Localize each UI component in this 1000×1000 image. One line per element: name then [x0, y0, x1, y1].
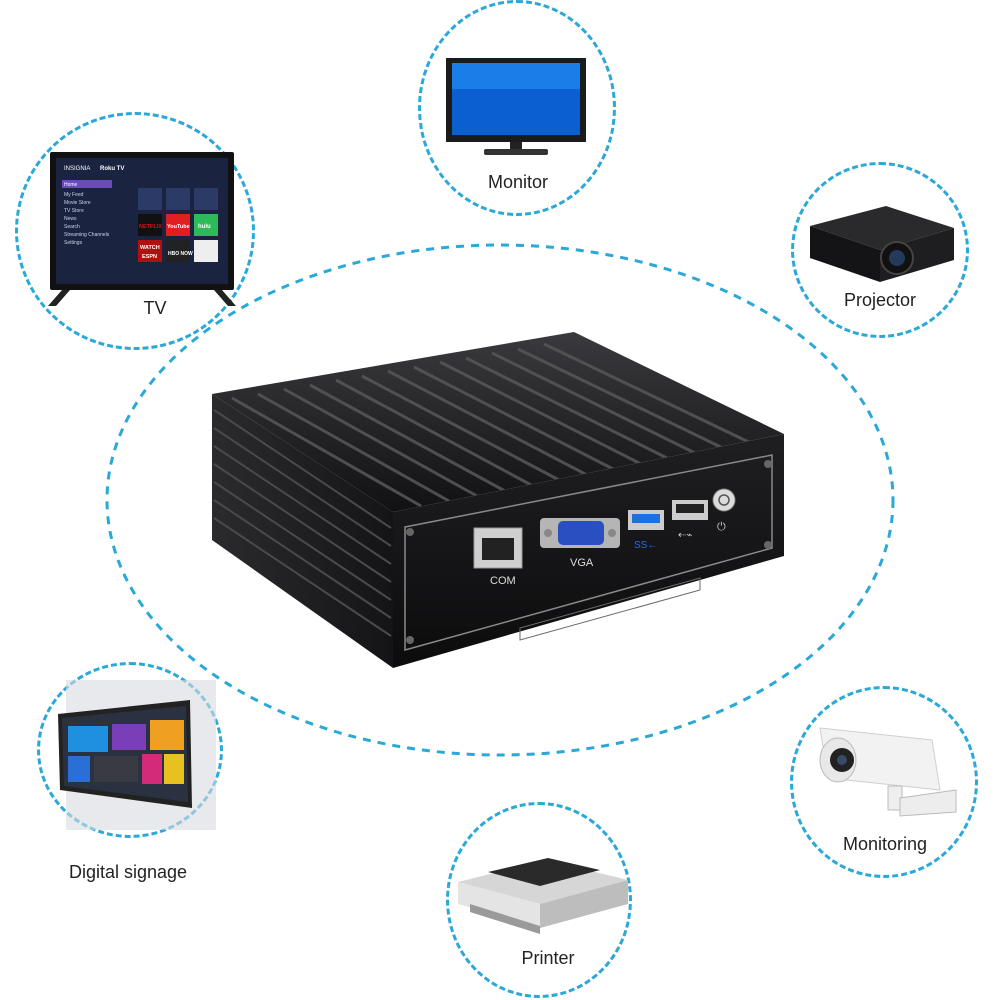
usb3-port: SS← [628, 510, 664, 551]
monitor-label: Monitor [487, 172, 549, 192]
tv-menu-7: Settings [64, 240, 83, 246]
tv-tile-0: NETFLIX [139, 224, 162, 230]
digital-signage-label: Digital signage [68, 862, 188, 882]
tv-tile-3: WATCH [140, 245, 160, 251]
printer-label: Printer [521, 948, 575, 968]
tv-menu-0: Home [64, 182, 78, 188]
usb2-port: ⇠⌁ [672, 500, 708, 541]
com-label: COM [490, 575, 516, 587]
front-panel [393, 434, 784, 668]
vga-label: VGA [570, 557, 594, 569]
tv-menu-1: My Feed [64, 192, 84, 198]
vga-port [540, 518, 620, 548]
tv-tile-2: hulu [198, 224, 211, 230]
svg-text:SS←: SS← [634, 540, 657, 551]
svg-text:⇠⌁: ⇠⌁ [678, 530, 692, 541]
tv-menu-6: Streaming Channels [64, 232, 110, 238]
com-port [473, 527, 523, 569]
tv-os: Roku TV [100, 166, 124, 172]
tv-label: TV [143, 298, 167, 318]
svg-text:⏻: ⏻ [717, 521, 726, 533]
tv-menu-3: TV Store [64, 208, 84, 214]
tv-menu-2: Movie Store [64, 200, 91, 206]
tv-menu-5: Search [64, 224, 80, 230]
heatsink-fins [231, 342, 758, 508]
projector-label: Projector [843, 290, 917, 310]
tv-tile-5: ESPN [142, 254, 157, 260]
monitoring-label: Monitoring [842, 834, 928, 854]
tv-menu-4: News [64, 216, 77, 222]
power-button: ⏻ [712, 488, 736, 533]
left-side [212, 394, 393, 668]
tv-tile-4: HBO NOW [168, 251, 193, 257]
tv-brand: INSIGNIA [64, 166, 90, 172]
tv-tile-1: YouTube [167, 224, 190, 230]
